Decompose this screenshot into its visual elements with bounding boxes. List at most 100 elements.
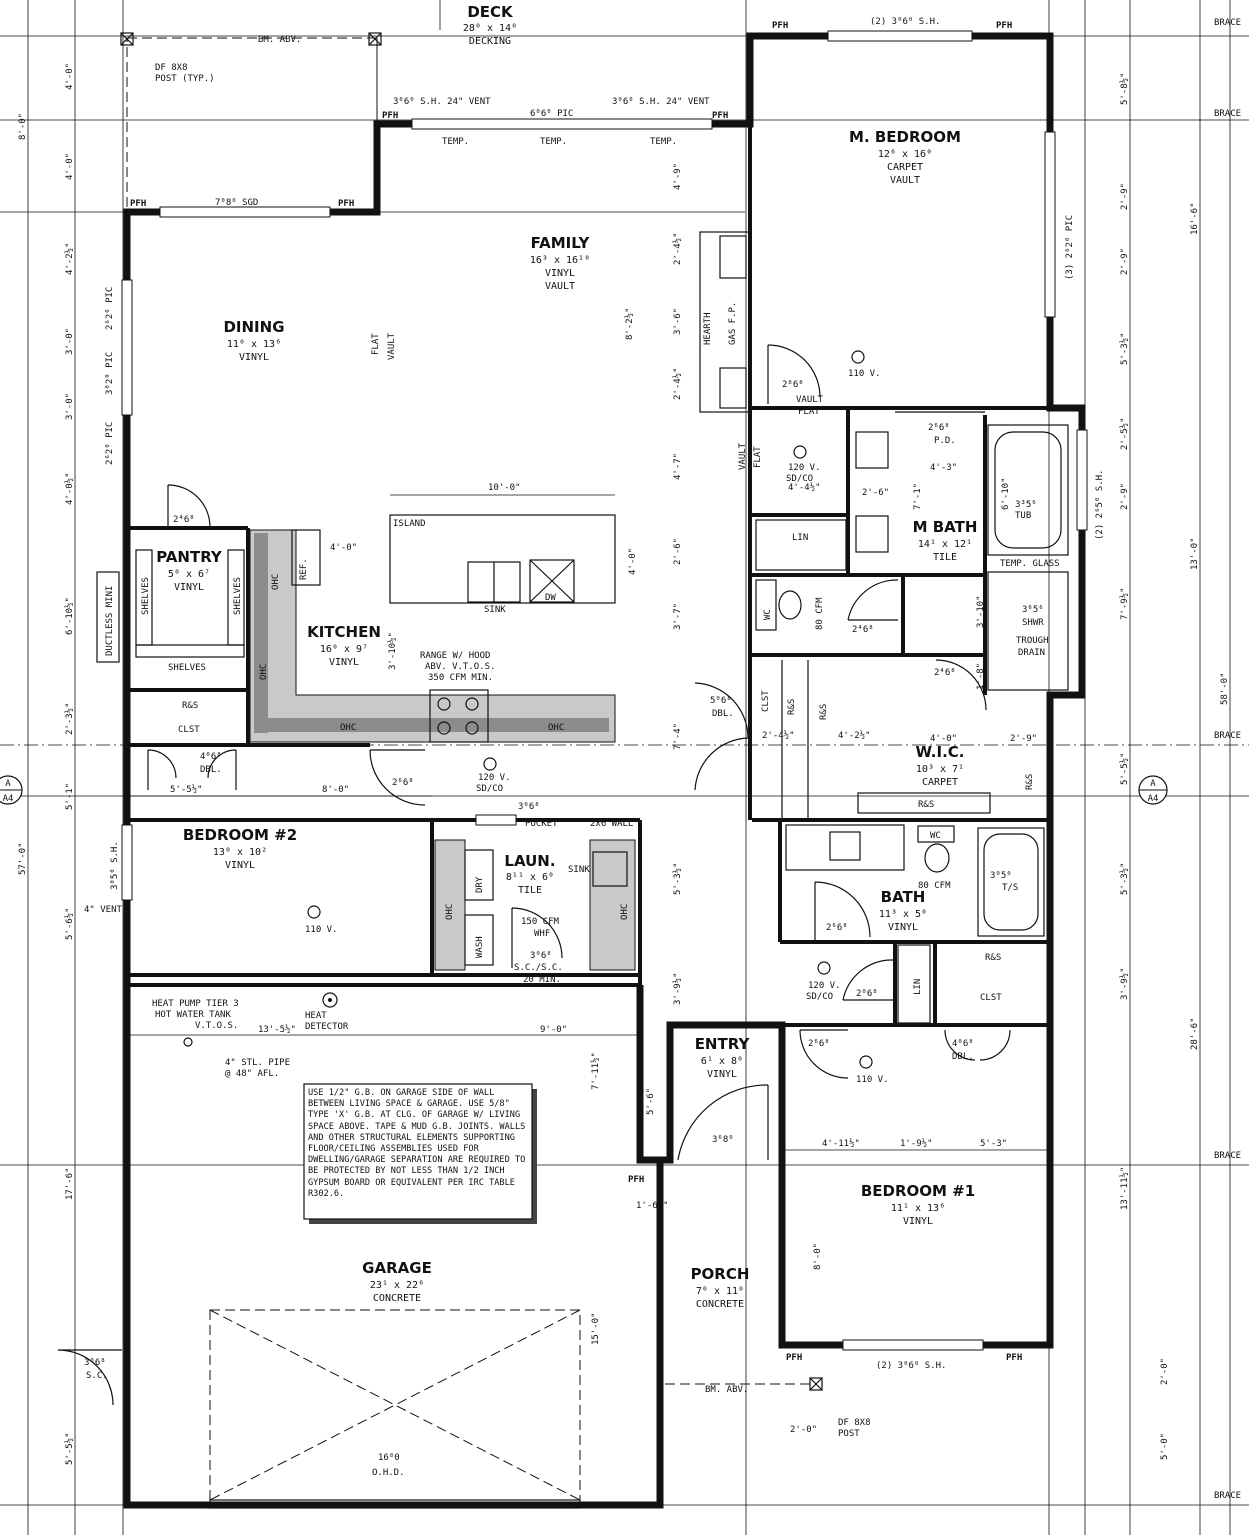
pantry-rs: R&S bbox=[182, 701, 198, 711]
dim-int-12: 4'-7" bbox=[673, 453, 683, 480]
door-bath: 2⁶6⁸ bbox=[826, 923, 848, 933]
bed1-finish: VINYL bbox=[903, 1216, 933, 1227]
garage-size: 23¹ x 22⁶ bbox=[370, 1280, 424, 1291]
flat-label-2: FLAT bbox=[753, 446, 763, 468]
dim-int-32: 4'-0" bbox=[930, 734, 957, 744]
shwr-size: 3⁶5⁶ bbox=[1022, 605, 1044, 615]
dim-right-11: 5'-3½" bbox=[1119, 862, 1130, 895]
brace-3: BRACE bbox=[1214, 731, 1241, 741]
dim-int-11: 2'-4½" bbox=[672, 367, 683, 400]
pfh-5: PFH bbox=[130, 199, 146, 209]
section-a4-right: A4 bbox=[1148, 794, 1159, 804]
porch-post-1: DF 8X8 bbox=[838, 1418, 871, 1428]
window-family-left: 3⁰6⁰ S.H. 24" VENT bbox=[393, 97, 491, 107]
wic-finish: CARPET bbox=[922, 777, 958, 788]
deck-post-label: DF 8X8 bbox=[155, 63, 188, 73]
mbath-name: M BATH bbox=[913, 518, 978, 536]
dim-int-20: 15'-0" bbox=[591, 1312, 601, 1345]
ohc-kitchen-1: OHC bbox=[340, 723, 356, 733]
window-bed1-label: (2) 3⁰6⁰ S.H. bbox=[876, 1361, 946, 1371]
vault-label-1: VAULT bbox=[387, 332, 397, 360]
dim-int-31: 4'-2½" bbox=[838, 730, 871, 741]
heat-pump-3: V.T.O.S. bbox=[195, 1021, 238, 1031]
dim-int-35: 1'-9½" bbox=[900, 1138, 933, 1149]
dim-int-16: 5'-3½" bbox=[672, 862, 683, 895]
scsc-2: 20 MIN. bbox=[523, 975, 561, 985]
laun-sink: SINK bbox=[568, 865, 590, 875]
section-a-left: A bbox=[5, 779, 11, 789]
wall-2x6-label: 2x6 WALL bbox=[590, 819, 633, 829]
pfh-markers: PFH PFH PFH PFH PFH PFH PFH PFH PFH bbox=[130, 21, 1022, 1363]
window-bed2: 3⁰5⁰ S.H. bbox=[110, 841, 120, 890]
porch-beam-label: BM. ABV. bbox=[705, 1385, 748, 1395]
pantry-clst: CLST bbox=[178, 725, 200, 735]
door-bed1: 2⁶6⁸ bbox=[808, 1039, 830, 1049]
pfh-3: PFH bbox=[382, 111, 398, 121]
room-labels: M. BEDROOM 12⁶ x 16⁰ CARPET VAULT FAMILY… bbox=[156, 128, 977, 1310]
heat-detector-2: DETECTOR bbox=[305, 1022, 349, 1032]
mbed-finish: CARPET bbox=[887, 162, 923, 173]
drain-label: DRAIN bbox=[1018, 648, 1045, 658]
temp-1: TEMP. bbox=[442, 137, 469, 147]
dim-left-10: 5'-6½" bbox=[64, 907, 75, 940]
bath-wc: WC bbox=[930, 831, 941, 841]
window-family-right: 3⁰6⁰ S.H. 24" VENT bbox=[612, 97, 710, 107]
dims-right: 5'-8½" 2'-9" 2'-9" 16'-6" 5'-3½" 2'-5½" … bbox=[1119, 72, 1230, 1460]
family-extra: VAULT bbox=[545, 281, 575, 292]
window-dining-a: 2⁶2⁰ PIC bbox=[105, 287, 115, 330]
dims-interior: 10'-0" 4'-0" 4'-0" 8'-0" 5'-5½" 9'-0" 13… bbox=[130, 163, 1050, 1435]
dim-int-14: 3'-7" bbox=[673, 603, 683, 630]
window-family-mid: 6⁰6⁰ PIC bbox=[530, 109, 573, 119]
entry-finish: VINYL bbox=[707, 1069, 737, 1080]
wic-fixtures: R&S R&S R&S R&S CLST bbox=[761, 660, 1035, 818]
dim-int-24: 2'-6" bbox=[862, 488, 889, 498]
dim-int-3: 8'-0" bbox=[322, 785, 349, 795]
mbed-extra: VAULT bbox=[890, 175, 920, 186]
dim-int-6: 13'-5½" bbox=[258, 1024, 296, 1035]
wic-rs: R&S bbox=[918, 800, 934, 810]
vent-label: 4" VENT bbox=[84, 905, 123, 915]
dim-left-4: 3'-0" bbox=[65, 328, 75, 355]
ohd-size: 16⁸0 bbox=[378, 1453, 400, 1463]
dim-int-30: 2'-4½" bbox=[762, 730, 795, 741]
door-laun: 3⁰6⁸ bbox=[530, 951, 552, 961]
door-dbl-hall: 5⁰6⁸ bbox=[710, 696, 732, 706]
dim-left-1: 8'-0" bbox=[18, 113, 28, 140]
pfh-7: PFH bbox=[628, 1175, 644, 1185]
dim-int-18: 5'-6" bbox=[646, 1088, 656, 1115]
door-pd-label: P.D. bbox=[934, 436, 956, 446]
bed2-name: BEDROOM #2 bbox=[183, 826, 297, 844]
dim-right-6: 2'-9" bbox=[1120, 483, 1130, 510]
pantry-shelves-left: SHELVES bbox=[141, 577, 151, 615]
porch-finish: CONCRETE bbox=[696, 1299, 744, 1310]
brace-2: BRACE bbox=[1214, 109, 1241, 119]
pfh-6: PFH bbox=[338, 199, 354, 209]
mbath-finish: TILE bbox=[933, 552, 957, 563]
mbath-fan: 80 CFM bbox=[815, 597, 825, 630]
ohc-kitchen-3: OHC bbox=[271, 574, 281, 590]
temp-2: TEMP. bbox=[540, 137, 567, 147]
pipe-1: 4" STL. PIPE bbox=[225, 1058, 290, 1068]
dim-right-7: 7'-9½" bbox=[1119, 587, 1130, 620]
deck-finish: DECKING bbox=[469, 36, 511, 47]
dim-right-15: 2'-0" bbox=[1160, 1358, 1170, 1385]
porch-size: 7⁰ x 11⁰ bbox=[696, 1286, 744, 1297]
door-pd: 2⁶6⁸ bbox=[928, 423, 950, 433]
dim-int-23: 4'-3" bbox=[930, 463, 957, 473]
door-clst-pantry-dbl: DBL. bbox=[200, 765, 222, 775]
dim-left-6: 4'-0½" bbox=[64, 472, 75, 505]
dim-right-13: 28'-6" bbox=[1190, 1017, 1200, 1050]
laun-name: LAUN. bbox=[504, 852, 555, 870]
mbath-wc: WC bbox=[763, 609, 773, 620]
garage-finish: CONCRETE bbox=[373, 1293, 421, 1304]
door-bed1-clst-dbl: DBL. bbox=[952, 1052, 974, 1062]
windows: (2) 3⁰6⁰ S.H. 3⁰6⁰ S.H. 24" VENT 6⁰6⁰ PI… bbox=[105, 17, 1105, 1371]
deck-name: DECK bbox=[467, 3, 514, 21]
entry-name: ENTRY bbox=[695, 1035, 751, 1053]
pantry-shelves-right: SHELVES bbox=[233, 577, 243, 615]
dim-int-25: 4'-4½" bbox=[788, 482, 821, 493]
tub-size: 3³5⁶ bbox=[1015, 500, 1037, 510]
window-mbath: (2) 2⁶5⁰ S.H. bbox=[1095, 470, 1105, 540]
dim-left-7: 6'-10½" bbox=[64, 597, 75, 635]
dim-int-0: 10'-0" bbox=[488, 483, 521, 493]
